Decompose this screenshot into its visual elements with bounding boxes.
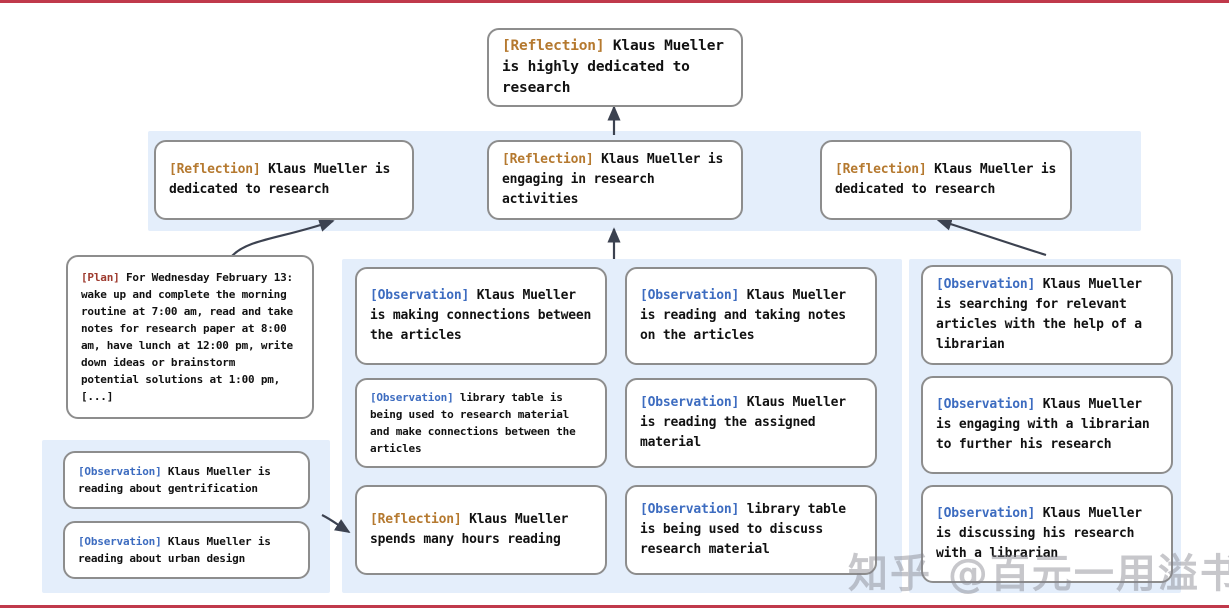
observation-tag: [Observation]: [936, 397, 1036, 412]
reflection-tag: [Reflection]: [835, 162, 927, 177]
node-text: [Observation] Klaus Mueller is engaging …: [936, 395, 1158, 455]
node-text: [Plan] For Wednesday February 13: wake u…: [81, 269, 299, 405]
node-col-a-reflection[interactable]: [Reflection] Klaus Mueller spends many h…: [355, 485, 607, 575]
node-text: [Observation] library table is being use…: [640, 500, 862, 560]
node-text: [Reflection] Klaus Mueller is dedicated …: [169, 160, 399, 200]
node-text: [Observation] Klaus Mueller is reading a…: [640, 286, 862, 346]
observation-tag: [Observation]: [936, 506, 1036, 521]
node-col-c-observation-3[interactable]: [Observation] Klaus Mueller is discussin…: [921, 485, 1173, 583]
observation-tag: [Observation]: [640, 502, 740, 517]
node-body: Klaus Mueller is discussing his research…: [936, 506, 1150, 561]
node-text: [Observation] Klaus Mueller is making co…: [370, 286, 592, 346]
node-body: library table is being used to discuss r…: [640, 502, 854, 557]
node-text: [Observation] Klaus Mueller is reading a…: [78, 533, 295, 567]
node-text: [Reflection] Klaus Mueller is highly ded…: [502, 36, 728, 99]
node-col-b-observation-3[interactable]: [Observation] library table is being use…: [625, 485, 877, 575]
node-body: Klaus Mueller is searching for relevant …: [936, 277, 1150, 352]
observation-tag: [Observation]: [78, 465, 162, 478]
node-reflection-middle[interactable]: [Reflection] Klaus Mueller is engaging i…: [487, 140, 743, 220]
node-text: [Reflection] Klaus Mueller spends many h…: [370, 510, 592, 550]
observation-tag: [Observation]: [640, 288, 740, 303]
node-body: Klaus Mueller is reading the assigned ma…: [640, 395, 854, 450]
node-plan[interactable]: [Plan] For Wednesday February 13: wake u…: [66, 255, 314, 419]
node-col-c-observation-1[interactable]: [Observation] Klaus Mueller is searching…: [921, 265, 1173, 365]
reflection-tag: [Reflection]: [370, 512, 462, 527]
observation-tag: [Observation]: [370, 391, 454, 404]
node-text: [Observation] library table is being use…: [370, 389, 592, 457]
reflection-tag: [Reflection]: [169, 162, 261, 177]
reflection-tag: [Reflection]: [502, 152, 594, 167]
node-root-reflection[interactable]: [Reflection] Klaus Mueller is highly ded…: [487, 28, 743, 107]
observation-tag: [Observation]: [640, 395, 740, 410]
reflection-tag: [Reflection]: [502, 38, 605, 54]
observation-tag: [Observation]: [936, 277, 1036, 292]
node-text: [Reflection] Klaus Mueller is engaging i…: [502, 150, 728, 210]
node-body: Klaus Mueller is engaging with a librari…: [936, 397, 1158, 452]
node-left-observation-2[interactable]: [Observation] Klaus Mueller is reading a…: [63, 521, 310, 579]
node-body: Klaus Mueller is dedicated to research: [835, 162, 1064, 197]
node-body: For Wednesday February 13: wake up and c…: [81, 271, 300, 403]
node-body: Klaus Mueller is highly dedicated to res…: [502, 38, 733, 96]
node-text: [Observation] Klaus Mueller is reading t…: [640, 393, 862, 453]
node-body: Klaus Mueller is reading and taking note…: [640, 288, 854, 343]
node-body: Klaus Mueller is engaging in research ac…: [502, 152, 731, 207]
node-left-observation-1[interactable]: [Observation] Klaus Mueller is reading a…: [63, 451, 310, 509]
node-col-c-observation-2[interactable]: [Observation] Klaus Mueller is engaging …: [921, 376, 1173, 474]
node-text: [Reflection] Klaus Mueller is dedicated …: [835, 160, 1057, 200]
node-body: Klaus Mueller is dedicated to research: [169, 162, 398, 197]
observation-tag: [Observation]: [78, 535, 162, 548]
node-body: Klaus Mueller is making connections betw…: [370, 288, 599, 343]
node-reflection-left[interactable]: [Reflection] Klaus Mueller is dedicated …: [154, 140, 414, 220]
node-col-b-observation-1[interactable]: [Observation] Klaus Mueller is reading a…: [625, 267, 877, 365]
node-col-a-observation-2[interactable]: [Observation] library table is being use…: [355, 378, 607, 468]
observation-tag: [Observation]: [370, 288, 470, 303]
node-col-a-observation-1[interactable]: [Observation] Klaus Mueller is making co…: [355, 267, 607, 365]
node-body: Klaus Mueller is reading about urban des…: [78, 535, 278, 565]
node-body: Klaus Mueller is reading about gentrific…: [78, 465, 278, 495]
node-body: Klaus Mueller spends many hours reading: [370, 512, 576, 547]
plan-tag: [Plan]: [81, 271, 120, 284]
node-body: library table is being used to research …: [370, 391, 582, 455]
node-text: [Observation] Klaus Mueller is searching…: [936, 275, 1158, 355]
node-text: [Observation] Klaus Mueller is reading a…: [78, 463, 295, 497]
node-col-b-observation-2[interactable]: [Observation] Klaus Mueller is reading t…: [625, 378, 877, 468]
watermark: 知乎 @百元一用溢书生: [848, 551, 1229, 597]
node-reflection-right[interactable]: [Reflection] Klaus Mueller is dedicated …: [820, 140, 1072, 220]
node-text: [Observation] Klaus Mueller is discussin…: [936, 504, 1158, 564]
